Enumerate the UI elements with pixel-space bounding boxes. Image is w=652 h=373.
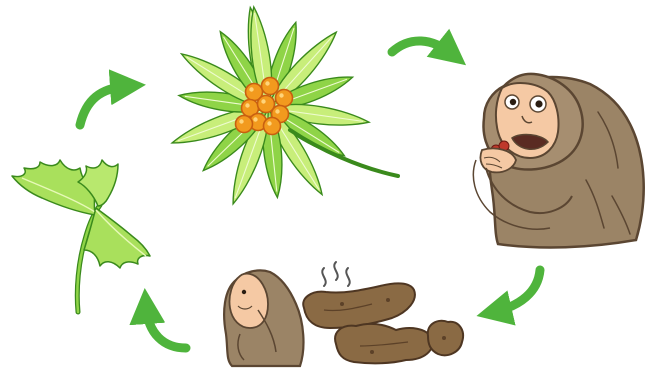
berry-highlight — [267, 121, 271, 125]
berry-plant-icon — [169, 6, 398, 207]
arrow-seedling-to-plant — [80, 86, 128, 125]
berry — [262, 78, 279, 95]
arrow-monkey-to-droppings — [494, 270, 540, 312]
monkey-eating-icon — [473, 74, 643, 248]
berry — [276, 90, 293, 107]
arrow-droppings-to-seedling — [146, 306, 186, 348]
berry-highlight — [279, 93, 283, 97]
berry-highlight — [245, 103, 249, 107]
berry-highlight — [265, 81, 269, 85]
berry — [236, 116, 253, 133]
berry-highlight — [239, 119, 243, 123]
berry-highlight — [261, 99, 265, 103]
seedling-icon — [12, 160, 150, 312]
small-monkey-icon — [224, 270, 303, 366]
arrow-plant-to-monkey — [392, 41, 452, 54]
berry — [264, 118, 281, 135]
berry-highlight — [253, 117, 257, 121]
droppings-icon — [303, 262, 463, 363]
berry-highlight — [275, 109, 279, 113]
berry-highlight — [249, 87, 253, 91]
